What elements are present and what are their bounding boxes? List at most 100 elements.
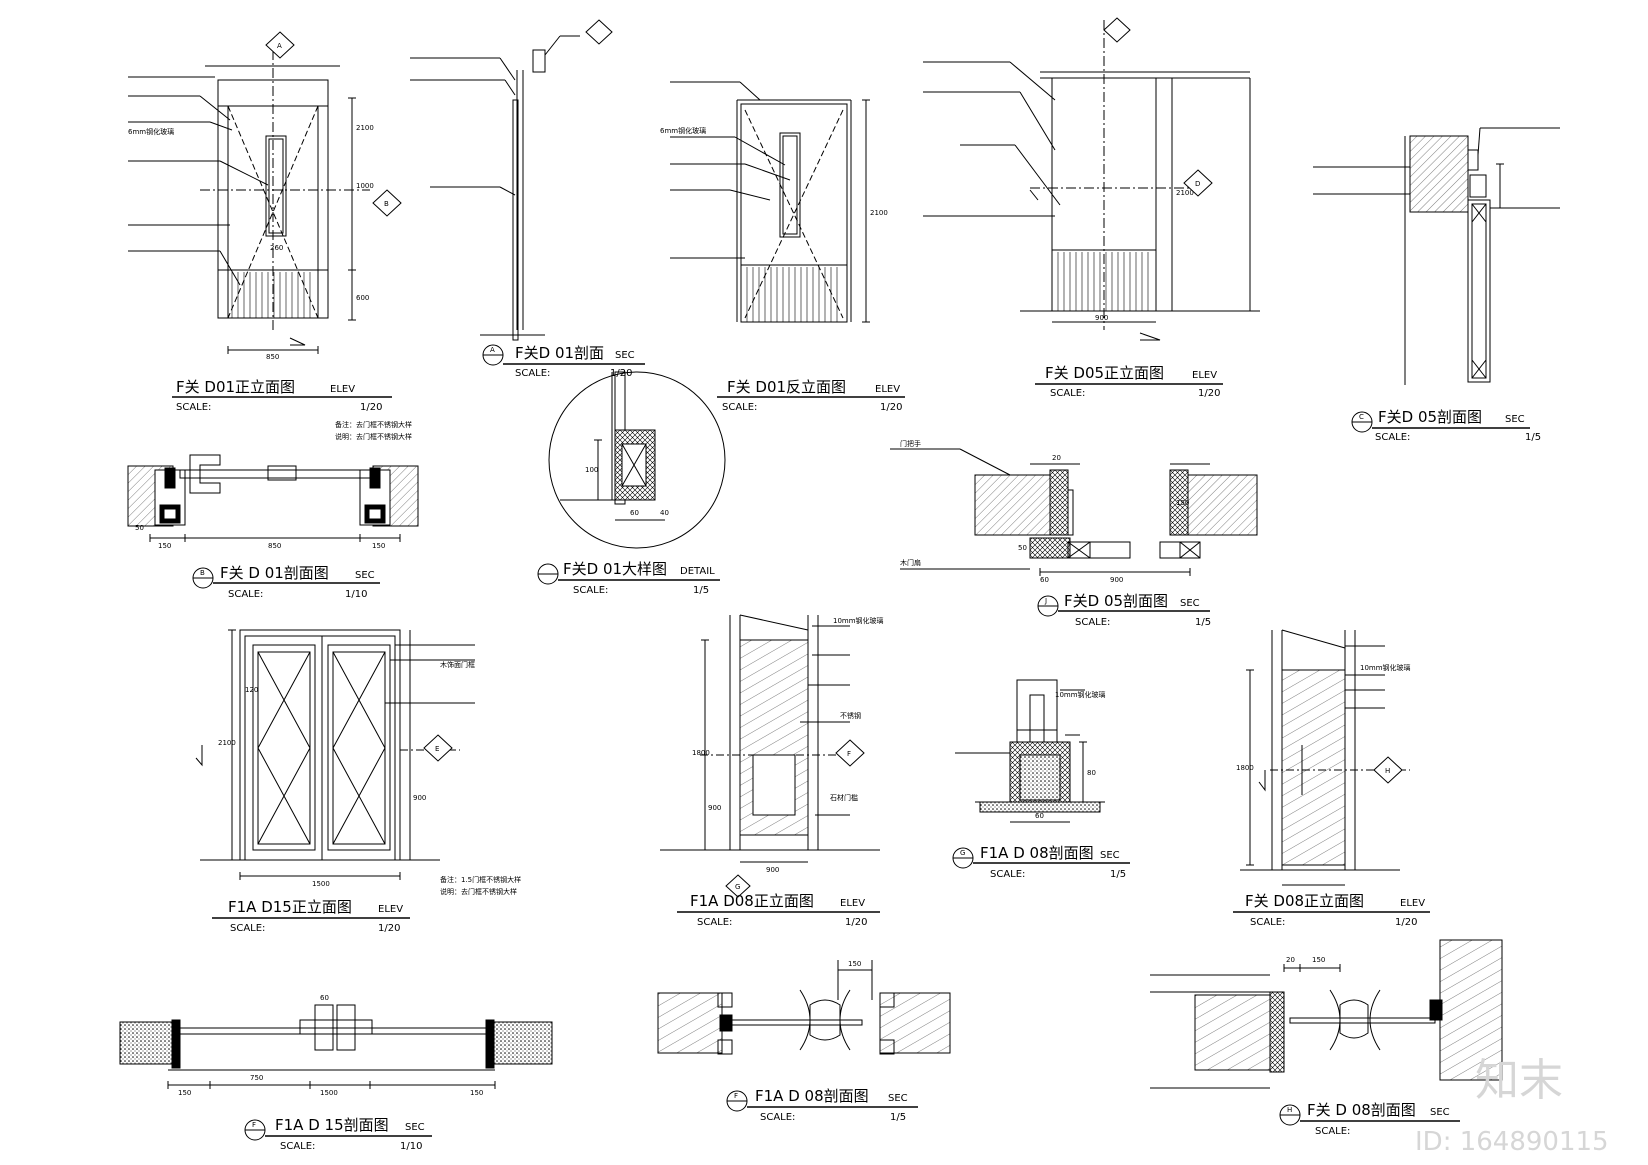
d08-front-b bbox=[1240, 630, 1410, 885]
title-d08-section-f: F1A D 08剖面图 bbox=[755, 1087, 869, 1105]
dim-h-2: 150 bbox=[1312, 956, 1325, 964]
scale-label-d15-section: SCALE: bbox=[280, 1141, 315, 1152]
title-d15-front: F1A D15正立面图 bbox=[228, 898, 352, 916]
note1-d15: 备注：1.5门框不锈钢大样 bbox=[440, 875, 521, 884]
dim-d15-4: 120 bbox=[245, 686, 258, 694]
scale-d15-front: 1/20 bbox=[378, 923, 400, 934]
dim-d15s-3: 1500 bbox=[320, 1089, 338, 1097]
dim-d15-3: 1500 bbox=[312, 880, 330, 888]
marker-g-letter: G bbox=[735, 883, 740, 891]
title-marker-j: J bbox=[1044, 597, 1047, 605]
marker-d-letter: D bbox=[1195, 180, 1200, 188]
title-d01-section-a: F关D 01剖面 bbox=[515, 344, 604, 362]
dim-b-3: 150 bbox=[372, 542, 385, 550]
tag-d01-front: ELEV bbox=[330, 384, 355, 395]
scale-d05-section-c: 1/5 bbox=[1525, 432, 1541, 443]
tag-d01-detail: DETAIL bbox=[680, 566, 715, 577]
dim-d08a-3: 900 bbox=[766, 866, 779, 874]
tag-d05-front: ELEV bbox=[1192, 370, 1217, 381]
ann-steel: 不锈钢 bbox=[840, 711, 861, 720]
d05-section-c bbox=[1313, 128, 1560, 385]
ann-frame: 木饰面门框 bbox=[440, 660, 475, 669]
ann-stone: 石材门槛 bbox=[830, 793, 858, 802]
ann-leaf: 木门扇 bbox=[900, 558, 921, 567]
title-marker-a: A bbox=[490, 346, 495, 354]
title-marker-c: C bbox=[1359, 413, 1364, 421]
scale-label-d08-section-f: SCALE: bbox=[760, 1112, 795, 1123]
title-marker-h: H bbox=[1287, 1106, 1292, 1114]
marker-f-letter: F bbox=[847, 750, 851, 758]
d15-front-elevation bbox=[196, 630, 475, 880]
dim-f-1: 150 bbox=[848, 960, 861, 968]
d15-section bbox=[120, 1005, 552, 1089]
dim-det-1: 100 bbox=[585, 466, 598, 474]
tag-d08-section-f: SEC bbox=[888, 1093, 908, 1104]
tag-d15-front: ELEV bbox=[378, 904, 403, 915]
dim-b-2: 850 bbox=[268, 542, 281, 550]
scale-label-d08-front-a: SCALE: bbox=[697, 917, 732, 928]
scale-label-d05-section-j: SCALE: bbox=[1075, 617, 1110, 628]
scale-label-d08-section-g: SCALE: bbox=[990, 869, 1025, 880]
d01-front-elevation bbox=[128, 50, 370, 354]
dim-j-2: 150 bbox=[1176, 499, 1189, 507]
title-marker-f2: F bbox=[252, 1121, 256, 1129]
tag-d05-section-c: SEC bbox=[1505, 414, 1525, 425]
title-d05-section-c: F关D 05剖面图 bbox=[1378, 408, 1482, 426]
scale-label-d01-detail: SCALE: bbox=[573, 585, 608, 596]
marker-a-letter: A bbox=[277, 42, 282, 50]
title-d08-section-g: F1A D 08剖面图 bbox=[980, 844, 1094, 862]
dim-d15s-2: 750 bbox=[250, 1074, 263, 1082]
dim-b-4: 50 bbox=[135, 524, 144, 532]
section-markers bbox=[266, 18, 1402, 897]
marker-h-letter: H bbox=[1385, 767, 1390, 775]
scale-d08-front-a: 1/20 bbox=[845, 917, 867, 928]
dim-j-5: 900 bbox=[1110, 576, 1123, 584]
dim-d15s-5: 60 bbox=[320, 994, 329, 1002]
d01-detail bbox=[549, 372, 725, 548]
d08-front-a bbox=[660, 615, 880, 862]
dim-j-1: 20 bbox=[1052, 454, 1061, 462]
dim-d15-1: 2100 bbox=[218, 739, 236, 747]
scale-d08-section-f: 1/5 bbox=[890, 1112, 906, 1123]
dim-d08a-2: 900 bbox=[708, 804, 721, 812]
scale-label-d05-section-c: SCALE: bbox=[1375, 432, 1410, 443]
d08-section-f bbox=[658, 960, 950, 1054]
title-d08-section-h: F关 D 08剖面图 bbox=[1307, 1101, 1416, 1119]
title-d15-section: F1A D 15剖面图 bbox=[275, 1116, 389, 1134]
dim-g-1: 80 bbox=[1087, 769, 1096, 777]
dim-h-1: 20 bbox=[1286, 956, 1295, 964]
dim-g-2: 60 bbox=[1035, 812, 1044, 820]
d01-section-b bbox=[128, 455, 418, 542]
marker-a2-icon bbox=[586, 20, 612, 44]
dim-j-3: 50 bbox=[1018, 544, 1027, 552]
scale-d01-section-b: 1/10 bbox=[345, 589, 367, 600]
marker-h-icon bbox=[1374, 757, 1402, 783]
dim-b-1: 150 bbox=[158, 542, 171, 550]
dim-d01-3: 600 bbox=[356, 294, 369, 302]
tag-d08-section-h: SEC bbox=[1430, 1107, 1450, 1118]
ann-handle: 门把手 bbox=[900, 439, 921, 448]
note1-d01: 备注：去门框不锈钢大样 bbox=[335, 420, 412, 429]
tag-d08-section-g: SEC bbox=[1100, 850, 1120, 861]
tag-d05-section-j: SEC bbox=[1180, 598, 1200, 609]
title-marker-f: F bbox=[734, 1092, 738, 1100]
d08-section-g bbox=[955, 680, 1105, 822]
watermark-logo: 知末 bbox=[1475, 1055, 1563, 1106]
scale-label-d15-front: SCALE: bbox=[230, 923, 265, 934]
scale-d01-detail: 1/5 bbox=[693, 585, 709, 596]
ann-glass-2: 6mm钢化玻璃 bbox=[660, 126, 706, 135]
scale-d05-front: 1/20 bbox=[1198, 388, 1220, 399]
scale-d01-front: 1/20 bbox=[360, 402, 382, 413]
dim-d05-1: 2100 bbox=[1176, 189, 1194, 197]
dim-j-4: 60 bbox=[1040, 576, 1049, 584]
ann-glass10-2: 10mm钢化玻璃 bbox=[1360, 663, 1411, 672]
tag-d01-section-b: SEC bbox=[355, 570, 375, 581]
marker-f-icon bbox=[836, 740, 864, 766]
tag-d15-section: SEC bbox=[405, 1122, 425, 1133]
marker-b-icon bbox=[373, 190, 401, 216]
scale-label-d05-front: SCALE: bbox=[1050, 388, 1085, 399]
d05-front-elevation bbox=[923, 20, 1260, 340]
dim-d01-1: 2100 bbox=[356, 124, 374, 132]
note2-d01: 说明：去门框不锈钢大样 bbox=[335, 432, 412, 441]
tag-d08-front-b: ELEV bbox=[1400, 898, 1425, 909]
